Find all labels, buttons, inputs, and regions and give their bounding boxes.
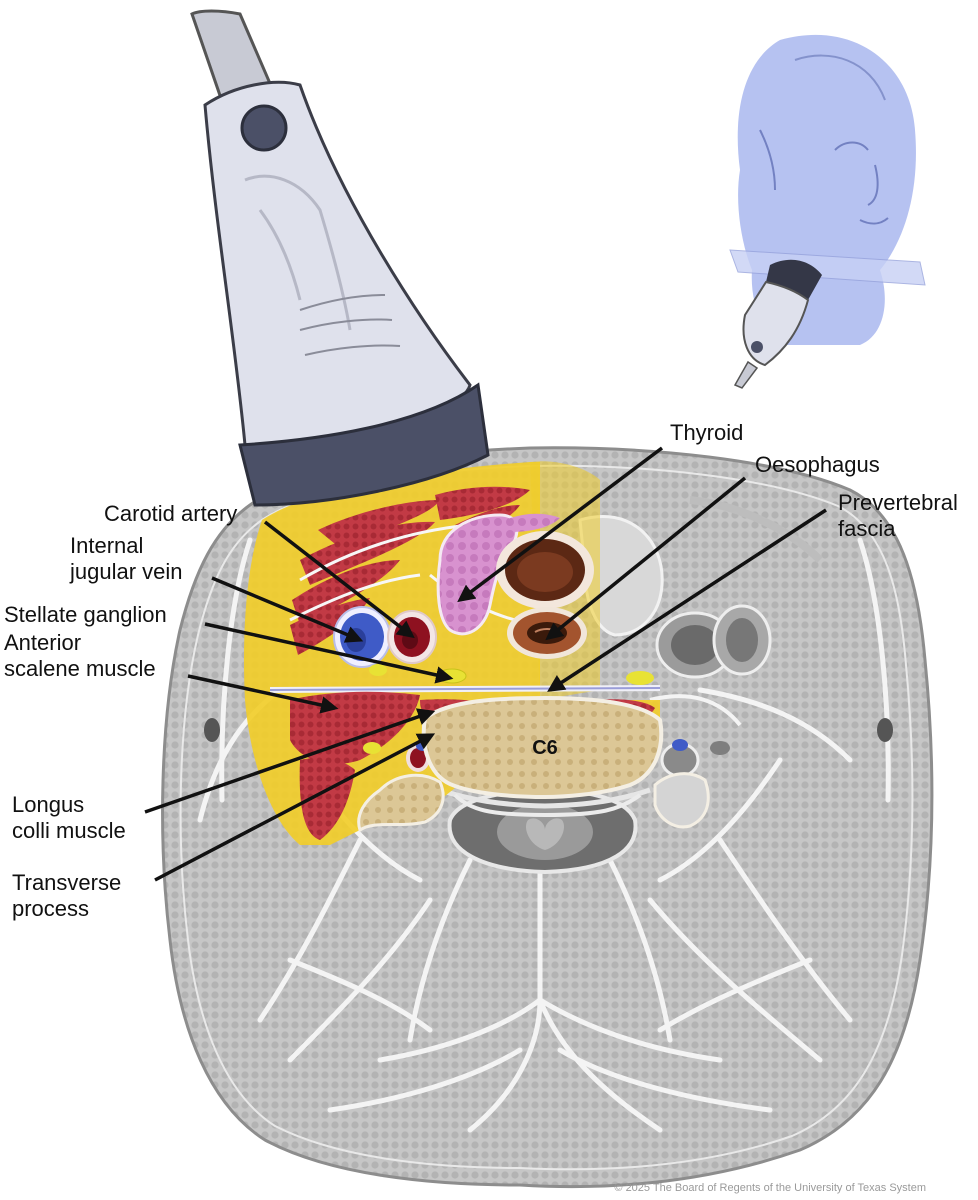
ultrasound-probe-icon <box>190 9 490 507</box>
label-thyroid: Thyroid <box>670 420 744 445</box>
label-anterior-scalene-muscle: Anterior scalene muscle <box>4 630 156 681</box>
label-internal-jugular-vein: Internal jugular vein <box>70 533 183 584</box>
leader-lines <box>144 446 827 882</box>
c6-vertebra: C6 <box>357 695 710 833</box>
copyright-notice: © 2025 The Board of Regents of the Unive… <box>614 1182 926 1194</box>
trachea <box>496 531 594 609</box>
label-stellate-ganglion: Stellate ganglion <box>4 602 167 627</box>
label-carotid-artery: Carotid artery <box>104 501 238 526</box>
label-oesophagus: Oesophagus <box>755 452 880 477</box>
right-side-structures <box>204 496 893 778</box>
head-with-probe-icon <box>729 34 926 389</box>
fascia-lines <box>197 537 891 1133</box>
label-longus-colli-muscle: Longus colli muscle <box>12 792 126 843</box>
label-transverse-process: Transverse process <box>12 870 122 921</box>
label-prevertebral-fascia: Prevertebral fascia <box>838 490 958 541</box>
vertebra-label: C6 <box>532 737 558 759</box>
